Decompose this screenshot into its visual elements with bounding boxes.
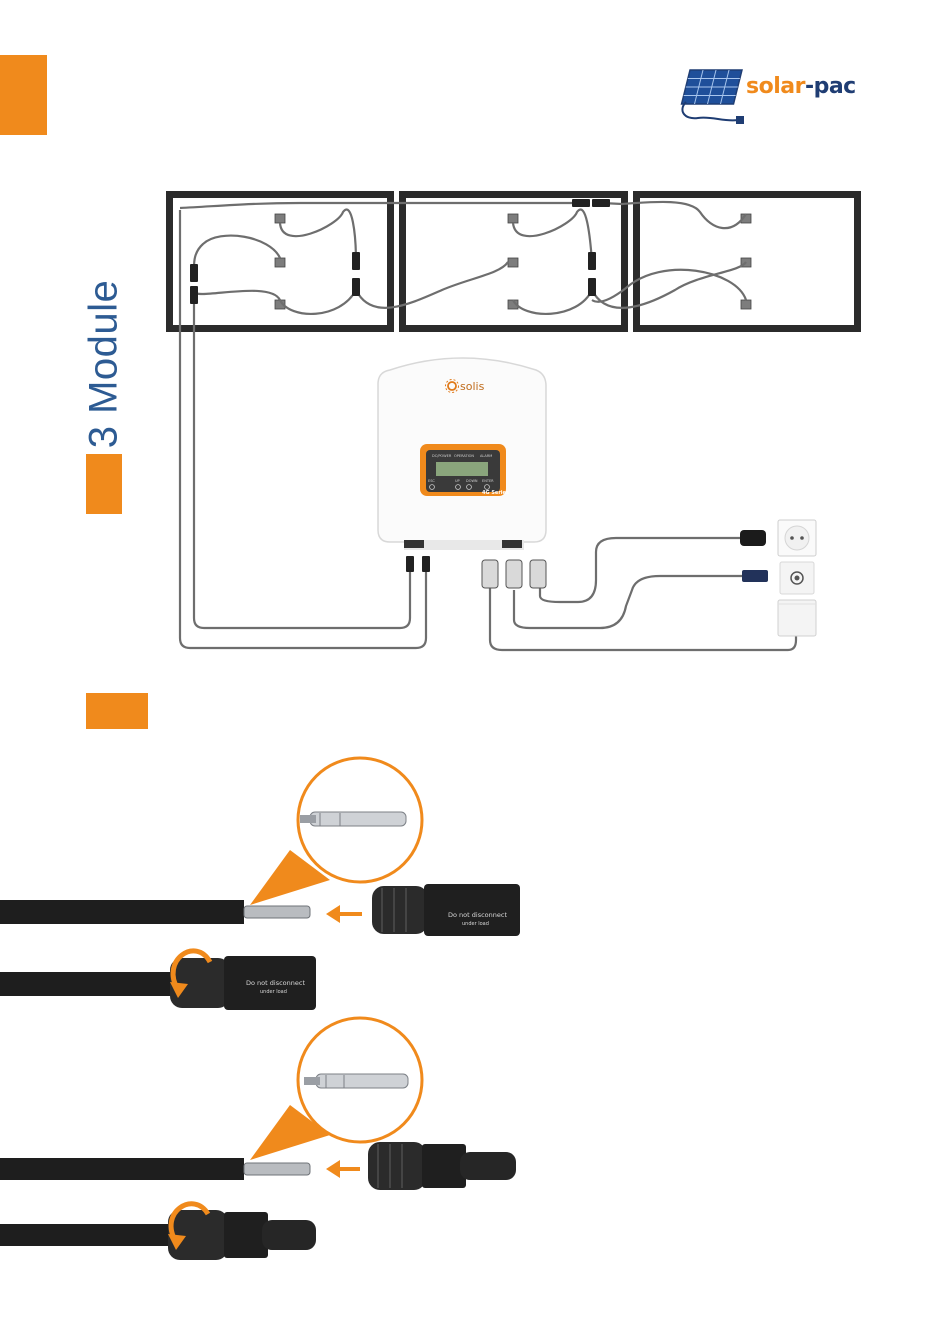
schuko-socket-icon [778, 520, 816, 556]
junction-box [741, 300, 751, 309]
junction-box [508, 214, 518, 223]
warning-label: under load [462, 921, 489, 927]
pv-cable [0, 1158, 244, 1180]
logo-text-solar: solar [746, 74, 805, 99]
crimp-contact-detail [300, 812, 406, 826]
mc4-connector [572, 199, 590, 207]
mc4-connector [588, 278, 596, 296]
mc4-connector [352, 278, 360, 296]
button-label: ENTER [482, 479, 494, 483]
warning-label: Do not disconnect [448, 911, 507, 919]
assembly-step: Do not disconnect under load Do not disc… [0, 758, 520, 1010]
com-plug [742, 570, 768, 582]
ac-cables [490, 538, 796, 650]
junction-box [275, 258, 285, 267]
button-label: ESC [428, 479, 435, 483]
wiring-diagram: solis DC/POWER OPERATION ALARM ESC UP DO… [0, 180, 950, 660]
corner-accent-tab [0, 55, 47, 135]
junction-box [508, 258, 518, 267]
junction-box-icon [778, 600, 816, 636]
button-label: UP [455, 479, 460, 483]
mc4-connector [422, 556, 430, 572]
indicator-label: OPERATION [454, 454, 474, 458]
insert-arrow-icon [326, 1160, 360, 1178]
crimp-pin [244, 906, 310, 918]
energy-meter-icon [780, 562, 814, 594]
crimp-contact-detail [304, 1074, 408, 1088]
mc4-connector [592, 199, 610, 207]
button-label: DOWN [466, 479, 478, 483]
ac-gland-connector [530, 560, 546, 588]
male-mc4-connector [368, 1142, 516, 1190]
connector-assembly-steps: Do not disconnect under load Do not disc… [0, 755, 950, 1344]
indicator-label: DC/POWER [432, 454, 452, 458]
junction-box [275, 214, 285, 223]
female-mc4-connector: Do not disconnect under load [372, 884, 520, 936]
mc4-connector [352, 252, 360, 270]
ac-gland-connector [506, 560, 522, 588]
logo-text-pac: -pac [805, 74, 856, 99]
schuko-plug [740, 530, 766, 546]
mc4-connector [588, 252, 596, 270]
pv-cable [0, 1224, 180, 1246]
mc4-connector [406, 556, 414, 572]
inverter: solis DC/POWER OPERATION ALARM ESC UP DO… [378, 358, 546, 550]
lcd-display [436, 462, 488, 476]
mc4-connector [190, 264, 198, 282]
warning-label: under load [260, 989, 287, 995]
insert-arrow-icon [326, 905, 362, 923]
assembly-step [0, 1018, 516, 1260]
ac-gland-connector [482, 560, 498, 588]
pv-cable [0, 900, 244, 924]
male-mc4-connector-assembled [168, 1210, 316, 1260]
female-mc4-connector-assembled: Do not disconnect under load [170, 956, 316, 1010]
brand-logo: solar-pac [676, 66, 876, 128]
crimp-pin [244, 1163, 310, 1175]
mc4-connector [190, 286, 198, 304]
solar-panel-plug-icon [676, 66, 748, 128]
series-badge: 4G Series [482, 490, 509, 496]
indicator-label: ALARM [480, 454, 492, 458]
section-marker [86, 693, 148, 729]
pv-cable [0, 972, 180, 996]
warning-label: Do not disconnect [246, 979, 305, 987]
inverter-brand: solis [460, 380, 485, 393]
